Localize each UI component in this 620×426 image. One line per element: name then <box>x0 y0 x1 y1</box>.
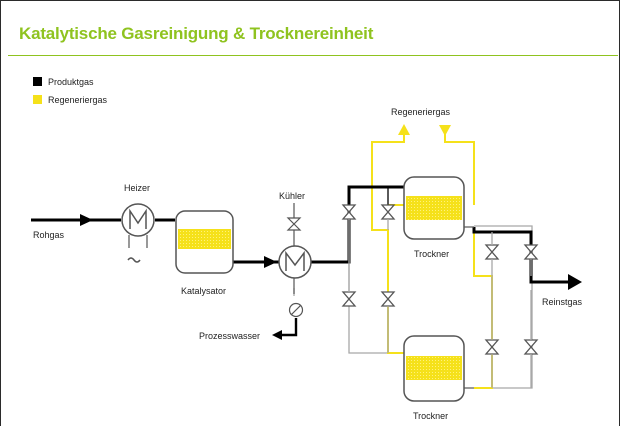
rohgas-flow-arrow <box>80 214 93 226</box>
label-rohgas: Rohgas <box>33 230 65 240</box>
valve-7 <box>484 339 500 355</box>
regen-out-arrow <box>398 124 410 135</box>
valve-6 <box>523 244 539 260</box>
valve-3 <box>341 291 357 307</box>
valve-stems <box>348 219 532 388</box>
label-prozesswasser: Prozesswasser <box>199 331 260 341</box>
heater-symbol <box>121 203 155 263</box>
valve-5 <box>484 244 500 260</box>
valve-4 <box>380 291 396 307</box>
valve-connector-lines <box>348 187 389 205</box>
reinstgas-arrow <box>568 274 582 290</box>
label-trockner-top: Trockner <box>414 249 449 259</box>
catalyst-vessel <box>175 210 234 274</box>
page-title: Katalytische Gasreinigung & Trocknereinh… <box>19 24 374 43</box>
dryer-vessel-top <box>403 176 465 240</box>
valve-2 <box>380 204 396 220</box>
label-heizer: Heizer <box>124 183 150 193</box>
label-regeneriergas: Regeneriergas <box>391 107 451 117</box>
legend-item-regeneriergas: Regeneriergas <box>33 92 107 107</box>
valve-1 <box>341 204 357 220</box>
legend: Produktgas Regeneriergas <box>33 74 107 110</box>
label-reinstgas: Reinstgas <box>542 297 583 307</box>
prozesswasser-line <box>277 318 298 337</box>
regen-in-arrow <box>439 125 451 136</box>
legend-item-produktgas: Produktgas <box>33 74 107 89</box>
label-trockner-bottom: Trockner <box>413 411 448 421</box>
legend-label-regeneriergas: Regeneriergas <box>48 94 108 105</box>
valves <box>341 204 539 355</box>
label-katalysator: Katalysator <box>181 286 226 296</box>
legend-swatch-produktgas <box>33 77 42 86</box>
kuehler-flow-arrow <box>264 256 277 268</box>
title-divider <box>8 55 618 56</box>
prozesswasser-arrow <box>272 330 282 340</box>
condensate-trap <box>288 302 304 318</box>
legend-label-produktgas: Produktgas <box>48 76 94 87</box>
dryer-junction-lines <box>464 226 474 389</box>
label-kuehler: Kühler <box>279 191 305 201</box>
legend-swatch-regeneriergas <box>33 95 42 104</box>
dryer-vessel-bottom <box>403 335 465 402</box>
cooler-symbol <box>278 203 312 294</box>
valve-8 <box>523 339 539 355</box>
